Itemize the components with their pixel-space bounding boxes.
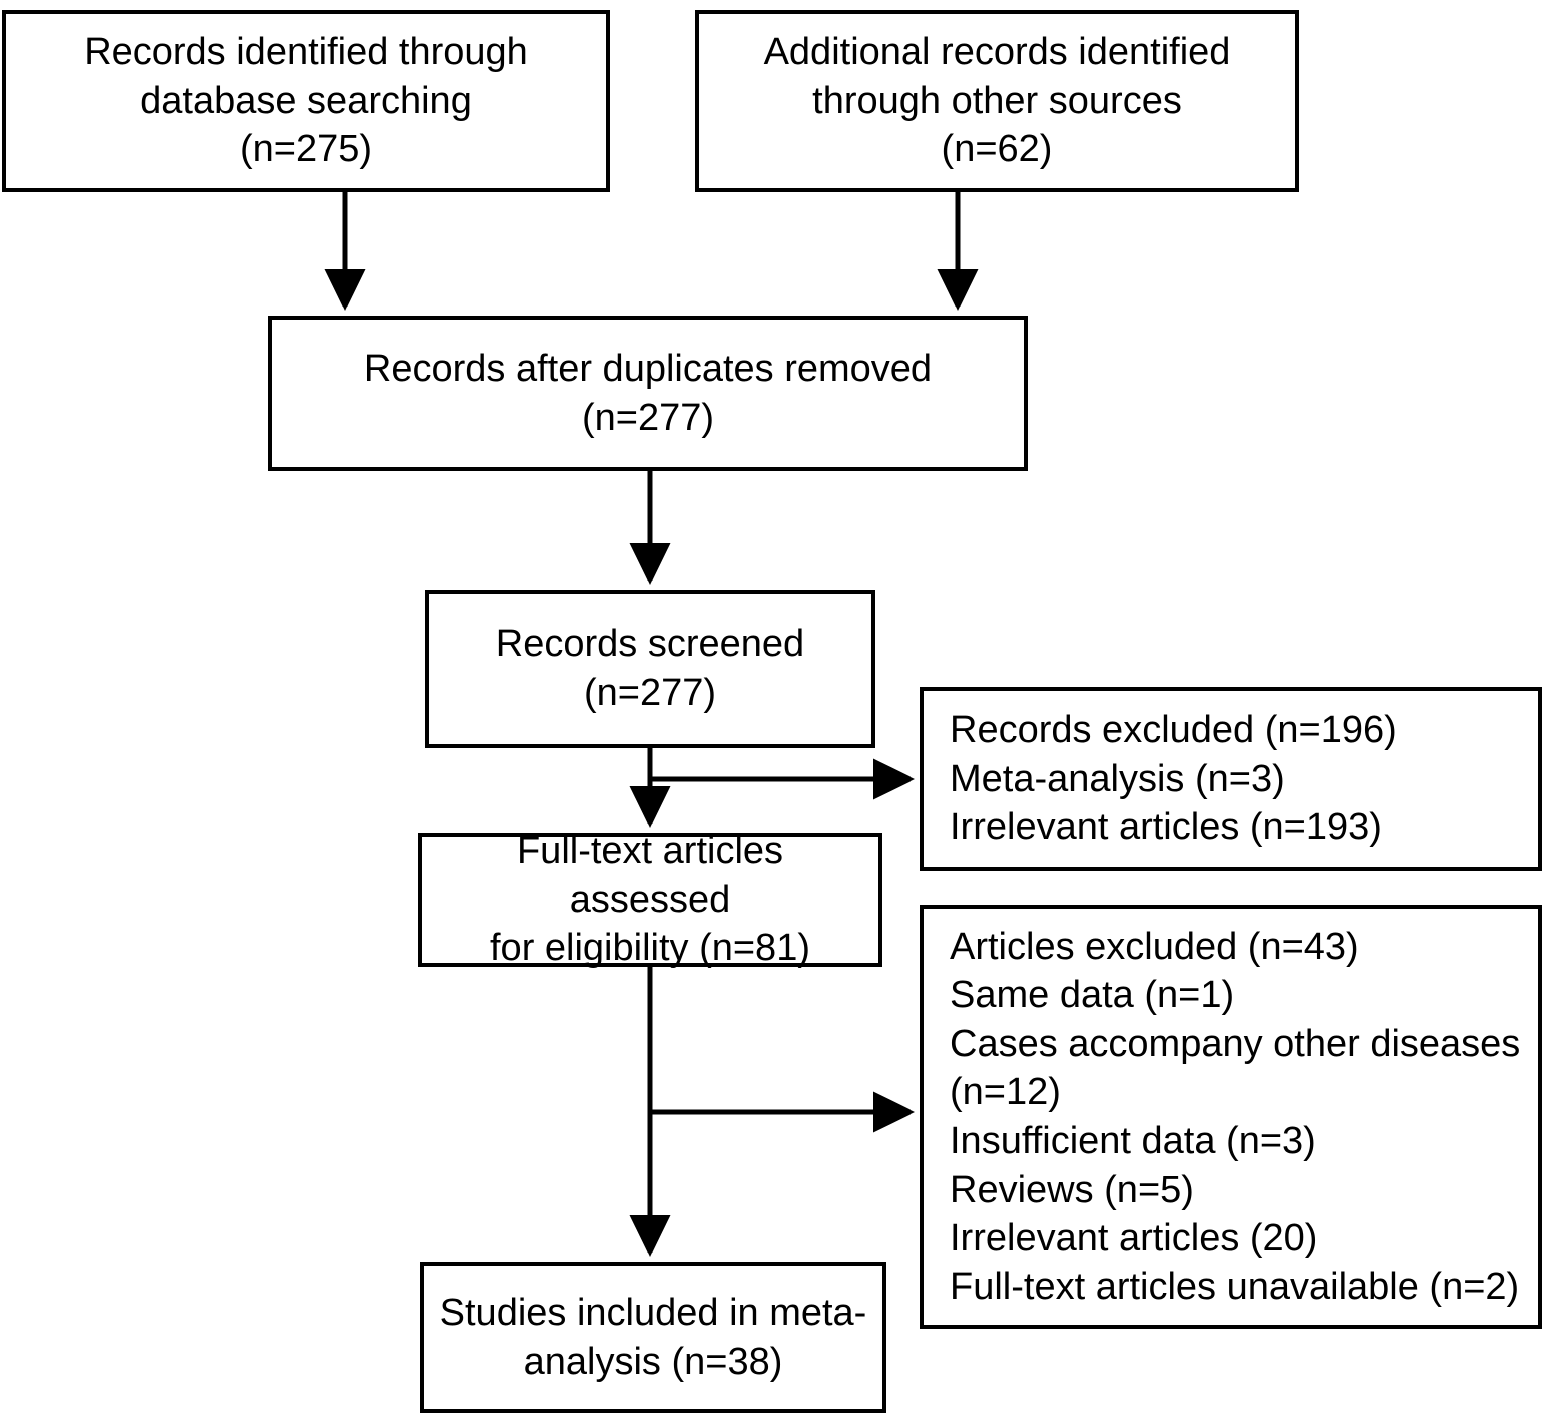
node-articles-excluded-label: Articles excluded (n=43) Same data (n=1)… bbox=[950, 925, 1521, 1308]
node-studies-included: Studies included in meta- analysis (n=38… bbox=[420, 1262, 886, 1413]
node-additional-records-other-sources: Additional records identified through ot… bbox=[695, 10, 1299, 192]
node-records-after-duplicates-removed: Records after duplicates removed (n=277) bbox=[268, 316, 1028, 471]
node-other-sources-label: Additional records identified through ot… bbox=[763, 31, 1231, 171]
node-records-excluded: Records excluded (n=196) Meta-analysis (… bbox=[920, 687, 1542, 871]
node-records-excluded-label: Records excluded (n=196) Meta-analysis (… bbox=[950, 709, 1397, 849]
node-articles-excluded: Articles excluded (n=43) Same data (n=1)… bbox=[920, 905, 1542, 1329]
node-dedup-label: Records after duplicates removed (n=277) bbox=[363, 347, 933, 439]
node-included-label: Studies included in meta- analysis (n=38… bbox=[439, 1291, 867, 1383]
node-screened-label: Records screened (n=277) bbox=[495, 623, 805, 714]
node-db-search-label: Records identified through database sear… bbox=[84, 31, 528, 171]
node-fulltext-label: Full-text articles assessed for eligibil… bbox=[490, 830, 810, 970]
node-fulltext-articles-assessed: Full-text articles assessed for eligibil… bbox=[418, 830, 882, 969]
node-records-screened: Records screened (n=277) bbox=[425, 590, 875, 748]
node-records-identified-database: Records identified through database sear… bbox=[2, 10, 610, 192]
